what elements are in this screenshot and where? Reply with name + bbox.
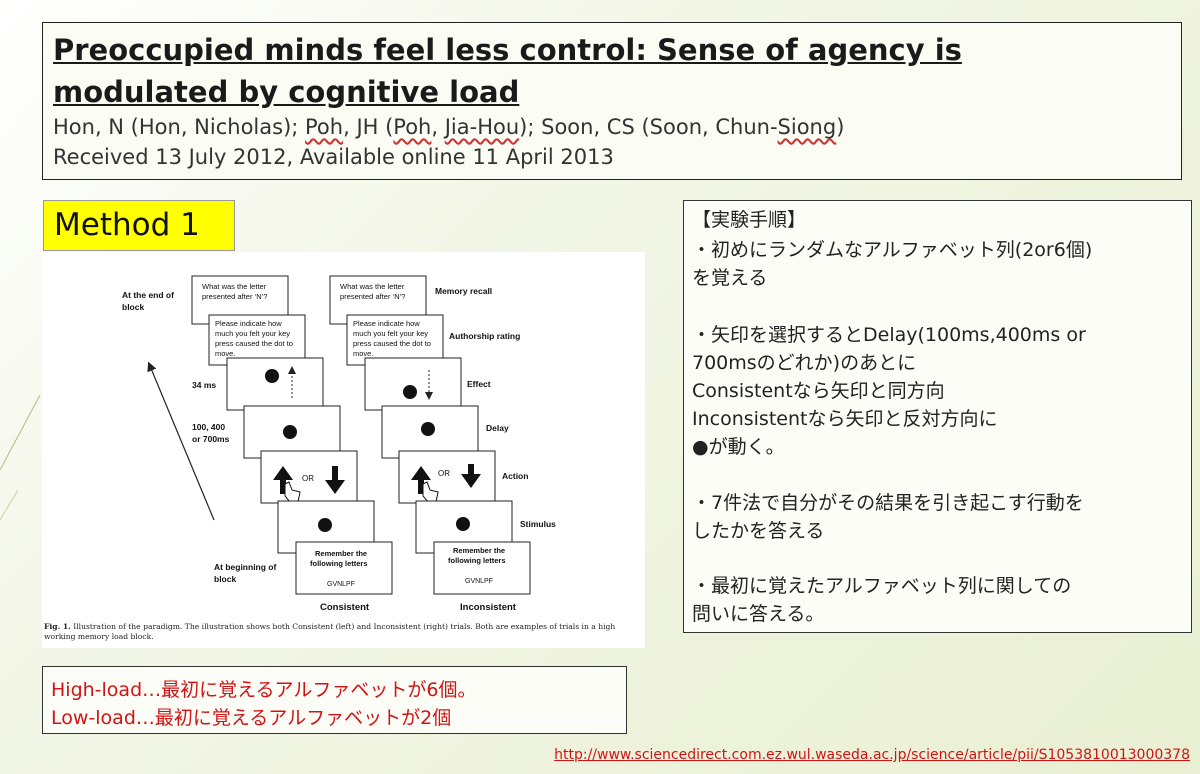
label-memory-recall: Memory recall	[435, 286, 492, 296]
screen-rating	[208, 314, 306, 366]
figure-caption: Fig. 1. Illustration of the paradigm. Th…	[44, 622, 640, 642]
label-consistent: Consistent	[320, 602, 370, 613]
screen-effect	[226, 357, 324, 411]
screen-rating-text-3: press caused the dot to	[353, 339, 431, 348]
procedure-line: したかを答える	[692, 520, 825, 542]
authors-comma: ,	[431, 115, 445, 139]
dot	[265, 369, 279, 383]
procedure-line: ・7件法で自分がその結果を引き起こす行動を	[692, 492, 1084, 514]
time-arrow	[147, 361, 215, 521]
authors-prefix: Hon, N (Hon, Nicholas);	[53, 115, 306, 139]
down-arrow-icon	[461, 464, 481, 488]
title-line-2: modulated by cognitive load	[53, 75, 520, 109]
procedure-heading: 【実験手順】	[692, 209, 807, 231]
or-text: OR	[302, 474, 314, 483]
label-delay-2: or 700ms	[192, 434, 230, 444]
screen-remember	[433, 541, 531, 595]
inconsistent-column: What was the letter presented after ‘N’?…	[329, 275, 531, 613]
method-label: Method 1	[43, 200, 235, 251]
load-note-box: High-load…最初に覚えるアルファベットが6個。 Low-load…最初に…	[42, 666, 627, 734]
authors: Hon, N (Hon, Nicholas); Poh, JH (Poh, Ji…	[53, 115, 844, 139]
procedure-line: 700msのどれか)のあとに	[692, 352, 917, 374]
paper-title: Preoccupied minds feel less control: Sen…	[53, 29, 1153, 113]
screen-rating-text-3: press caused the dot to	[215, 339, 293, 348]
procedure-line: Inconsistentなら矢印と反対方向に	[692, 408, 998, 430]
up-arrow-icon	[411, 466, 431, 494]
dot	[318, 518, 332, 532]
dot	[283, 425, 297, 439]
label-begin-block-1: At beginning of	[214, 562, 276, 572]
screen-recall-text-2: presented after ‘N’?	[202, 292, 267, 301]
screen-recall-text-1: What was the letter	[202, 282, 267, 291]
remember-text-2: following letters	[448, 556, 506, 565]
procedure-line: ・矢印を選択するとDelay(100ms,400ms or	[692, 324, 1086, 346]
author-poh: Poh	[305, 115, 344, 139]
label-authorship: Authorship rating	[449, 331, 520, 341]
title-box: Preoccupied minds feel less control: Sen…	[42, 22, 1182, 180]
author-poh-full: Poh	[393, 115, 432, 139]
screen-rating-text-2: much you felt your key	[215, 329, 290, 338]
procedure-line: ・初めにランダムなアルファベット列(2or6個)	[692, 239, 1093, 261]
up-arrow-icon	[273, 466, 293, 494]
label-delay-1: 100, 400	[192, 422, 225, 432]
label-end-block-1: At the end of	[122, 290, 174, 300]
authors-suffix: )	[836, 115, 845, 139]
letters-text: GVNLPF	[465, 578, 493, 585]
label-begin-block-2: block	[214, 574, 236, 584]
procedure-line: 問いに答える。	[692, 603, 825, 625]
or-text: OR	[438, 469, 450, 478]
label-34ms: 34 ms	[192, 380, 216, 390]
high-load-note: High-load…最初に覚えるアルファベットが6個。	[51, 679, 477, 701]
hand-icon	[422, 481, 439, 503]
screen-recall-text-1: What was the letter	[340, 282, 405, 291]
dot	[421, 422, 435, 436]
screen-rating-text-1: Please indicate how	[215, 319, 282, 328]
screen-rating-text-2: much you felt your key	[353, 329, 428, 338]
dot	[456, 517, 470, 531]
label-delay: Delay	[486, 423, 509, 433]
procedure-box: 【実験手順】 ・初めにランダムなアルファベット列(2or6個) を覚える ・矢印…	[683, 200, 1192, 633]
screen-recall-text-2: presented after ‘N’?	[340, 292, 405, 301]
figure-caption-label: Fig. 1.	[44, 622, 71, 631]
label-effect: Effect	[467, 379, 491, 389]
procedure-line: を覚える	[692, 267, 768, 289]
procedure-line: ●が動く。	[692, 436, 785, 458]
author-jiahou: Jia-Hou	[444, 115, 520, 139]
screen-rating-text-1: Please indicate how	[353, 319, 420, 328]
title-line-1: Preoccupied minds feel less control: Sen…	[53, 33, 962, 67]
down-arrow-icon	[325, 466, 345, 494]
paradigm-figure: At the end of block 34 ms 100, 400 or 70…	[42, 252, 645, 648]
hand-icon	[284, 481, 301, 503]
label-inconsistent: Inconsistent	[460, 602, 517, 613]
remember-text-1: Remember the	[315, 549, 367, 558]
remember-text-1: Remember the	[453, 546, 505, 555]
consistent-column: What was the letter presented after ‘N’?…	[191, 275, 393, 613]
paradigm-diagram: At the end of block 34 ms 100, 400 or 70…	[122, 275, 556, 613]
source-link[interactable]: http://www.sciencedirect.com.ez.wul.wase…	[554, 747, 1190, 763]
screen-rating-text-4: move.	[215, 349, 235, 358]
procedure-line: ・最初に覚えたアルファベット列に関しての	[692, 575, 1072, 597]
dot	[403, 385, 417, 399]
letters-text: GVNLPF	[327, 581, 355, 588]
authors-mid1: , JH (	[343, 115, 394, 139]
low-load-note: Low-load…最初に覚えるアルファベットが2個	[51, 707, 452, 729]
procedure-line: Consistentなら矢印と同方向	[692, 380, 945, 402]
received-date: Received 13 July 2012, Available online …	[53, 145, 614, 169]
label-stimulus: Stimulus	[520, 519, 556, 529]
figure-caption-text: Illustration of the paradigm. The illust…	[44, 622, 616, 641]
label-action: Action	[502, 471, 528, 481]
screen-effect	[364, 357, 462, 411]
screen-rating-text-4: move.	[353, 349, 373, 358]
label-end-block-2: block	[122, 302, 144, 312]
screen-remember	[295, 541, 393, 595]
remember-text-2: following letters	[310, 559, 368, 568]
authors-mid2: ); Soon, CS (Soon, Chun-	[519, 115, 778, 139]
author-siong: Siong	[777, 115, 837, 139]
